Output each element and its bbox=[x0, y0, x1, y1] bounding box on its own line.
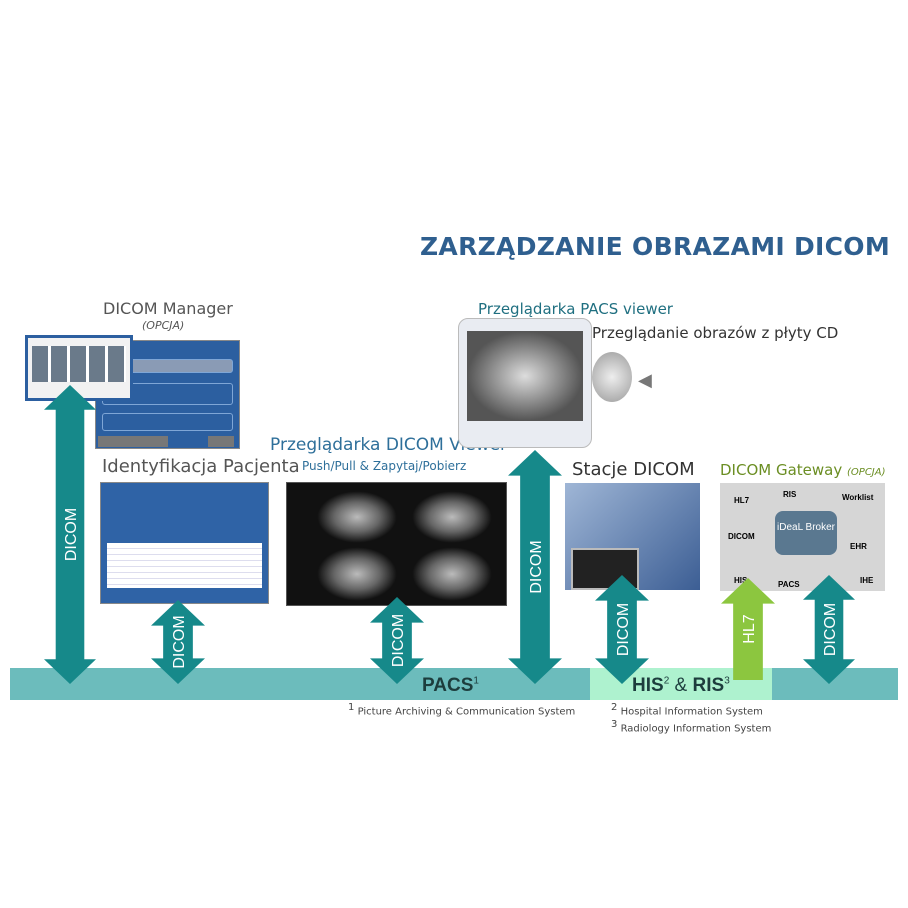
fn-text: Picture Archiving & Communication System bbox=[357, 706, 576, 718]
pacs-sup: 1 bbox=[473, 675, 479, 687]
pacs-viewer-label: Przeglądarka PACS viewer bbox=[478, 300, 673, 318]
pacs-viewer-device bbox=[458, 318, 592, 448]
broker-text: iDeaL Broker bbox=[777, 522, 836, 533]
thumbnails bbox=[32, 346, 126, 382]
xray-screen bbox=[467, 331, 583, 421]
dicom-manager-option: (OPCJA) bbox=[142, 319, 185, 332]
page-title: ZARZĄDZANIE OBRAZAMI DICOM bbox=[420, 232, 891, 261]
send-button bbox=[98, 436, 168, 447]
puzzle-ihe: IHE bbox=[860, 576, 874, 585]
dicom-arrow-label: DICOM bbox=[615, 603, 632, 656]
fn-text: Hospital Information System bbox=[620, 706, 763, 718]
puzzle-his: HIS bbox=[734, 576, 748, 585]
pacs-text: PACS bbox=[422, 675, 474, 696]
fn-num: 1 bbox=[348, 702, 355, 713]
dicom-arrow-label: DICOM bbox=[528, 540, 545, 593]
gateway-puzzle: iDeaL Broker HL7 RIS Worklist DICOM EHR … bbox=[720, 483, 885, 591]
dicom-arrow bbox=[803, 575, 855, 684]
footnote-1: 1 Picture Archiving & Communication Syst… bbox=[348, 702, 575, 717]
ris-sup: 3 bbox=[724, 675, 730, 687]
dicom-viewer-sublabel: Push/Pull & Zapytaj/Pobierz bbox=[302, 459, 467, 473]
puzzle-worklist: Worklist bbox=[842, 493, 874, 502]
hl7-arrow bbox=[721, 578, 775, 680]
his-ris-label: HIS2 & RIS3 bbox=[632, 675, 730, 697]
dicom-arrow bbox=[151, 600, 205, 684]
dicom-arrow-label: DICOM bbox=[171, 615, 188, 668]
gateway-text: DICOM Gateway bbox=[720, 461, 843, 479]
hl7-arrow-label: HL7 bbox=[741, 614, 758, 643]
stations-label: Stacje DICOM bbox=[572, 459, 695, 480]
dicom-arrow-label: DICOM bbox=[63, 508, 80, 561]
dicom-arrow bbox=[370, 597, 424, 684]
arrow-left-icon: ◀ bbox=[638, 370, 652, 391]
puzzle-pacs: PACS bbox=[778, 580, 800, 589]
puzzle-dicom: DICOM bbox=[728, 532, 755, 541]
footnote-3: 3 Radiology Information System bbox=[611, 719, 771, 734]
puzzle-hl7: HL7 bbox=[734, 496, 750, 505]
footnote-2: 2 Hospital Information System bbox=[611, 702, 763, 717]
fn-text: Radiology Information System bbox=[620, 723, 772, 735]
cd-label: Przeglądanie obrazów z płyty CD bbox=[592, 324, 839, 342]
ris-text: RIS bbox=[692, 675, 725, 696]
gateway-option: (OPCJA) bbox=[847, 467, 886, 478]
dicom-viewer-label: Przeglądarka DICOM Viewer bbox=[270, 435, 508, 455]
dicom-viewer-screenshot bbox=[286, 482, 507, 606]
cd-icon bbox=[592, 352, 632, 402]
dicom-arrow bbox=[595, 575, 649, 684]
patient-id-window bbox=[100, 482, 269, 604]
his-sup: 2 bbox=[663, 675, 670, 687]
dicom-manager-label: DICOM Manager bbox=[103, 299, 233, 318]
quit-button bbox=[208, 436, 234, 447]
gateway-label: DICOM Gateway (OPCJA) bbox=[720, 461, 886, 479]
dicom-arrow-label: DICOM bbox=[822, 603, 839, 656]
dicom-arrow bbox=[44, 385, 96, 684]
patient-id-label: Identyfikacja Pacjenta bbox=[102, 456, 300, 477]
choice-group bbox=[102, 413, 233, 431]
his-text: HIS bbox=[632, 675, 664, 696]
fn-num: 2 bbox=[611, 702, 618, 713]
fn-num: 3 bbox=[611, 719, 618, 730]
amp-text: & bbox=[674, 675, 688, 696]
puzzle-ehr: EHR bbox=[850, 542, 867, 551]
thumbnail-window bbox=[25, 335, 133, 401]
puzzle-ris: RIS bbox=[783, 490, 797, 499]
patient-table bbox=[107, 543, 262, 588]
dicom-arrow bbox=[508, 450, 562, 684]
dicom-arrow-label: DICOM bbox=[390, 614, 407, 667]
broker-piece bbox=[775, 511, 837, 555]
pacs-label: PACS1 bbox=[422, 675, 479, 697]
